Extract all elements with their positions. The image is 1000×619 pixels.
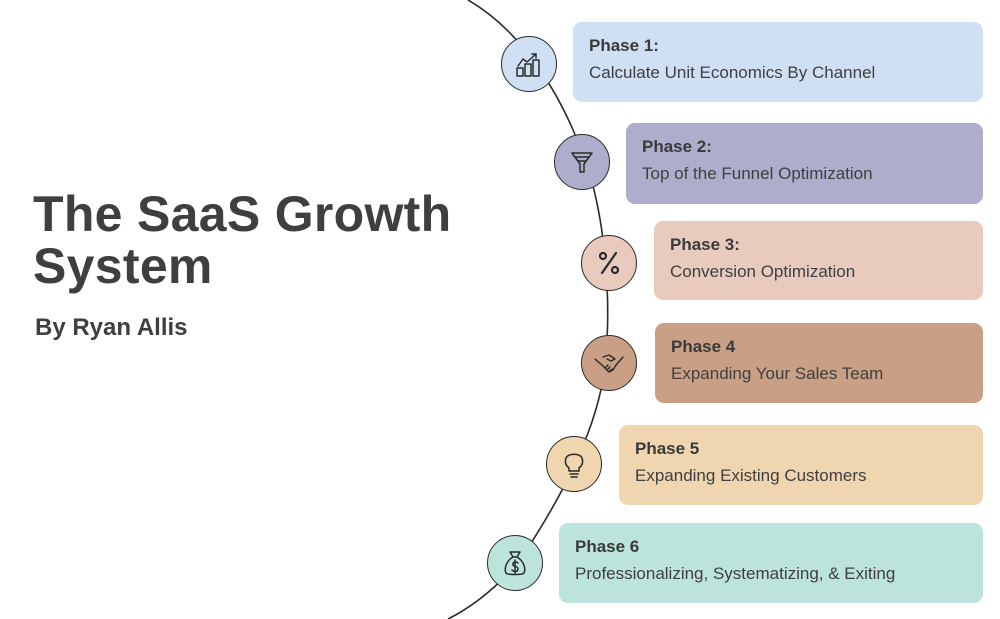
phase-label: Phase 3: xyxy=(670,235,740,254)
phase-card-3: Phase 3: Conversion Optimization xyxy=(654,221,983,300)
handshake-icon xyxy=(594,354,624,373)
author-byline: By Ryan Allis xyxy=(35,314,188,341)
phase-description: Calculate Unit Economics By Channel xyxy=(589,63,876,82)
phase-label: Phase 5 xyxy=(635,439,700,458)
money-bag-icon xyxy=(504,551,526,576)
phase-6-icon-badge xyxy=(487,535,543,591)
phase-description: Professionalizing, Systematizing, & Exit… xyxy=(575,564,896,583)
phase-label: Phase 1: xyxy=(589,36,659,55)
phase-card-6: Phase 6 Professionalizing, Systematizing… xyxy=(559,523,983,603)
phase-card-4: Phase 4 Expanding Your Sales Team xyxy=(655,323,983,403)
chart-growth-icon xyxy=(516,53,540,77)
lightbulb-icon xyxy=(564,453,584,478)
phase-5-icon-badge xyxy=(546,436,602,492)
phase-4-icon-badge xyxy=(581,335,637,391)
page-title: The SaaS Growth System xyxy=(33,186,452,294)
phase-2-icon-badge xyxy=(554,134,610,190)
funnel-icon xyxy=(571,152,593,173)
percent-icon xyxy=(598,251,620,275)
phase-card-5: Phase 5 Expanding Existing Customers xyxy=(619,425,983,505)
phase-description: Expanding Your Sales Team xyxy=(671,364,884,383)
phase-description: Top of the Funnel Optimization xyxy=(642,164,873,183)
phase-card-1: Phase 1: Calculate Unit Economics By Cha… xyxy=(573,22,983,102)
phase-1-icon-badge xyxy=(501,36,557,92)
phase-card-2: Phase 2: Top of the Funnel Optimization xyxy=(626,123,983,204)
phase-description: Expanding Existing Customers xyxy=(635,466,867,485)
phase-description: Conversion Optimization xyxy=(670,262,856,281)
phase-3-icon-badge xyxy=(581,235,637,291)
phase-label: Phase 6 xyxy=(575,537,640,556)
phase-label: Phase 2: xyxy=(642,137,712,156)
phase-label: Phase 4 xyxy=(671,337,736,356)
